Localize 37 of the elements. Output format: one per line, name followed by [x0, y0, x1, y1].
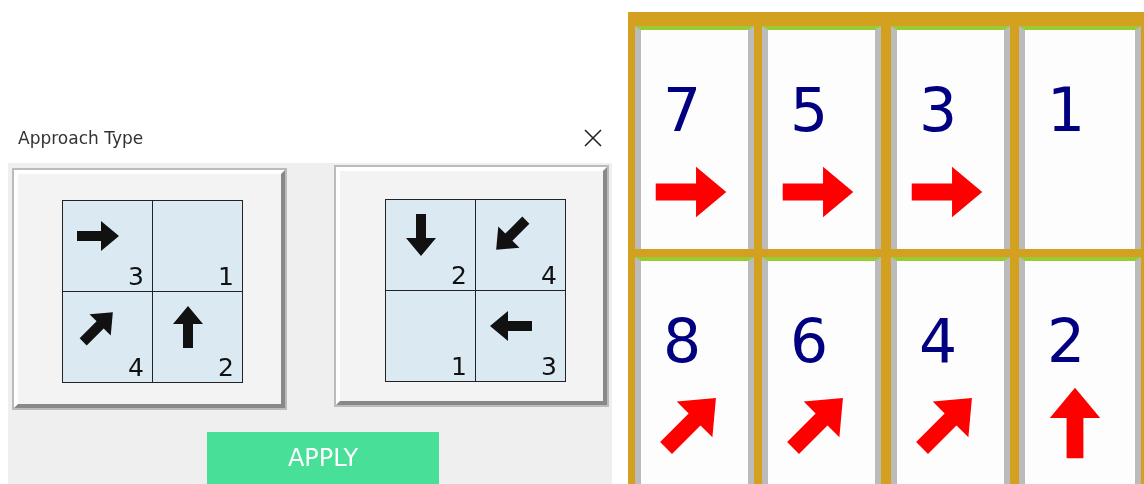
approach-cell: [475, 199, 566, 291]
cell-number: 1: [451, 354, 467, 379]
cell-number: 3: [541, 354, 557, 379]
approach-cell: [152, 291, 243, 383]
lane-card: [762, 257, 881, 484]
lane-card: [1019, 26, 1141, 249]
lane-card: [762, 26, 881, 249]
lane-number: 5: [790, 80, 829, 140]
lane-number: 1: [1047, 80, 1086, 140]
lane-grid-frame: [628, 12, 1144, 484]
lane-number: 4: [919, 311, 958, 371]
cell-number: 4: [541, 263, 557, 288]
lane-card: [891, 26, 1010, 249]
approach-cell: [62, 291, 153, 383]
lane-card: [1019, 257, 1141, 484]
lane-card: [891, 257, 1010, 484]
lane-card: [635, 257, 754, 484]
cell-number: 2: [218, 355, 234, 380]
approach-cell: [152, 200, 243, 292]
cell-number: 4: [128, 355, 144, 380]
lane-number: 7: [663, 80, 702, 140]
lane-number: 2: [1047, 311, 1086, 371]
approach-cell: [62, 200, 153, 292]
apply-button: APPLY: [207, 432, 439, 484]
cell-number: 3: [128, 264, 144, 289]
cell-number: 1: [218, 264, 234, 289]
option-button: [14, 170, 285, 408]
approach-cell: [385, 290, 476, 382]
option-button: [336, 167, 607, 405]
dialog-title: Approach Type: [18, 128, 144, 148]
lane-number: 3: [919, 80, 958, 140]
lane-number: 8: [663, 311, 702, 371]
approach-cell: [385, 199, 476, 291]
lane-number: 6: [790, 311, 829, 371]
approach-cell: [475, 290, 566, 382]
lane-card: [635, 26, 754, 249]
cell-number: 2: [451, 263, 467, 288]
